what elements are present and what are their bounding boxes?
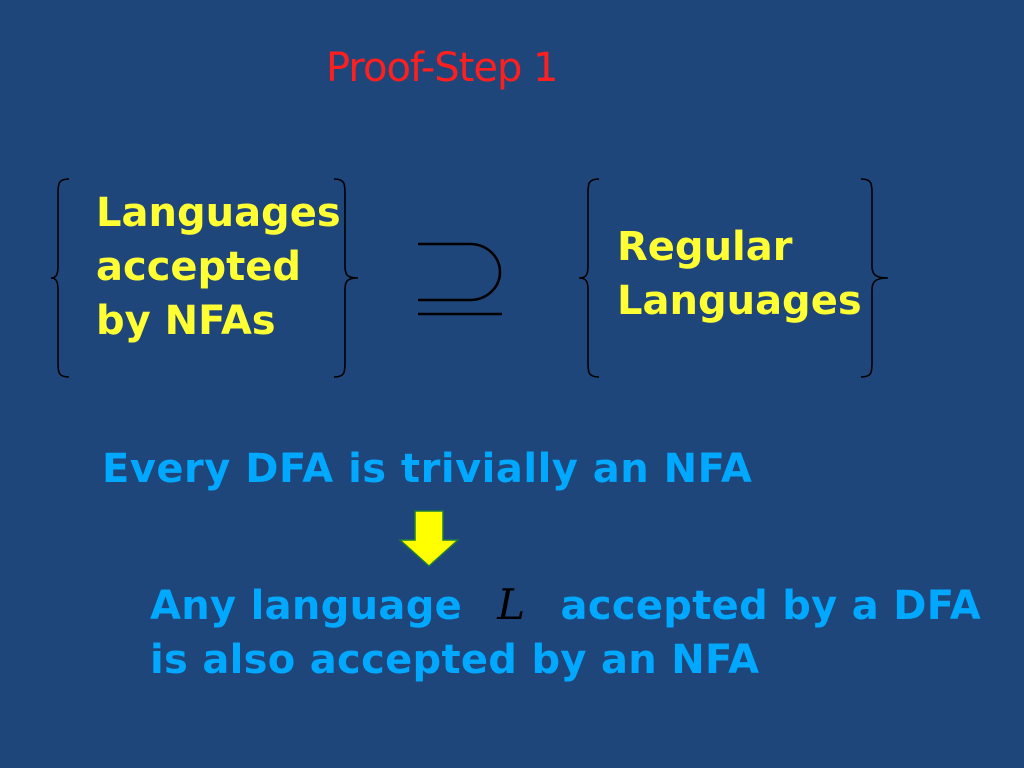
right-set-close-brace (860, 178, 889, 378)
left-set-label: Languages accepted by NFAs (96, 186, 341, 348)
conclusion-text: Any language L accepted by a DFA is also… (150, 578, 981, 687)
right-set-label: Regular Languages (617, 220, 862, 328)
left-set-line: accepted (96, 244, 302, 290)
superset-symbol: ⊇ (418, 242, 502, 316)
conclusion-line-1: Any language L accepted by a DFA (150, 578, 981, 633)
left-set-line: Languages (96, 190, 341, 236)
left-set-close-brace (333, 178, 359, 378)
conclusion-line-2: is also accepted by an NFA (150, 637, 760, 683)
conclusion-suffix: accepted by a DFA (546, 583, 982, 629)
left-set-open-brace (50, 178, 70, 378)
right-set-line: Regular (617, 224, 793, 270)
statement-text: Every DFA is trivially an NFA (102, 446, 753, 492)
conclusion-prefix: Any language (150, 583, 477, 629)
right-set-open-brace (578, 178, 600, 378)
language-variable: L (497, 580, 526, 629)
left-set-line: by NFAs (96, 298, 276, 344)
slide-title: Proof-Step 1 (326, 45, 558, 91)
right-set-line: Languages (617, 278, 862, 324)
down-arrow-icon (398, 510, 460, 568)
